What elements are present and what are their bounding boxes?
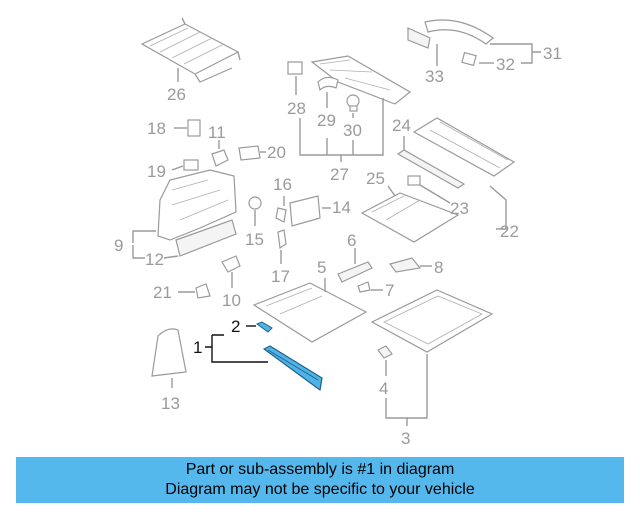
callout-14: 14 xyxy=(332,198,351,217)
banner-line-1: Part or sub-assembly is #1 in diagram xyxy=(185,461,455,478)
part-22-trim-panel xyxy=(396,117,516,189)
callout-7: 7 xyxy=(385,281,394,300)
callout-13: 13 xyxy=(161,394,180,413)
small-clips xyxy=(183,119,261,171)
callout-16: 16 xyxy=(273,175,292,194)
callout-20: 20 xyxy=(267,143,286,162)
parts-diagram: 26 33 32 31 28 29 30 27 24 22 25 xyxy=(114,17,562,448)
callout-21: 21 xyxy=(153,283,172,302)
part-3-floor-tray xyxy=(370,289,494,359)
callout-11: 11 xyxy=(208,123,226,142)
banner-line-2: Diagram may not be specific to your vehi… xyxy=(165,481,475,498)
callout-9: 9 xyxy=(114,236,123,255)
callout-28: 28 xyxy=(287,99,306,118)
callout-18: 18 xyxy=(147,119,166,138)
callout-31: 31 xyxy=(543,44,562,63)
parts-21-10 xyxy=(195,255,241,299)
callout-12: 12 xyxy=(145,250,164,269)
callout-2: 2 xyxy=(231,317,240,336)
callout-1: 1 xyxy=(193,338,202,357)
callout-19: 19 xyxy=(147,162,166,181)
callout-25: 25 xyxy=(366,169,385,188)
part-33-garnish xyxy=(407,19,494,67)
callout-10: 10 xyxy=(222,291,241,310)
callout-17: 17 xyxy=(271,267,290,286)
callout-22: 22 xyxy=(500,222,519,241)
callout-26: 26 xyxy=(167,85,186,104)
part-13-panel xyxy=(151,328,187,377)
part-27-package-tray xyxy=(287,55,412,112)
callout-23: 23 xyxy=(450,199,469,218)
parts-14-17 xyxy=(248,195,321,250)
callout-15: 15 xyxy=(245,230,264,249)
callout-29: 29 xyxy=(317,111,336,130)
callout-6: 6 xyxy=(347,231,356,250)
info-banner: Part or sub-assembly is #1 in diagram Di… xyxy=(16,457,624,503)
callout-33: 33 xyxy=(425,67,444,86)
parts-5-8 xyxy=(252,257,422,343)
callout-27: 27 xyxy=(330,165,349,184)
part-9-side-trim xyxy=(157,169,237,257)
callout-3: 3 xyxy=(401,429,410,448)
part-25-floor-panel xyxy=(360,175,460,243)
callout-30: 30 xyxy=(343,121,362,140)
callout-5: 5 xyxy=(317,258,326,277)
part-26-cargo-cover xyxy=(140,17,241,83)
callout-32: 32 xyxy=(496,55,515,74)
callout-4: 4 xyxy=(379,379,388,398)
callout-8: 8 xyxy=(434,258,443,277)
callout-24: 24 xyxy=(392,116,411,135)
part-1-scuff-plate xyxy=(255,321,323,392)
